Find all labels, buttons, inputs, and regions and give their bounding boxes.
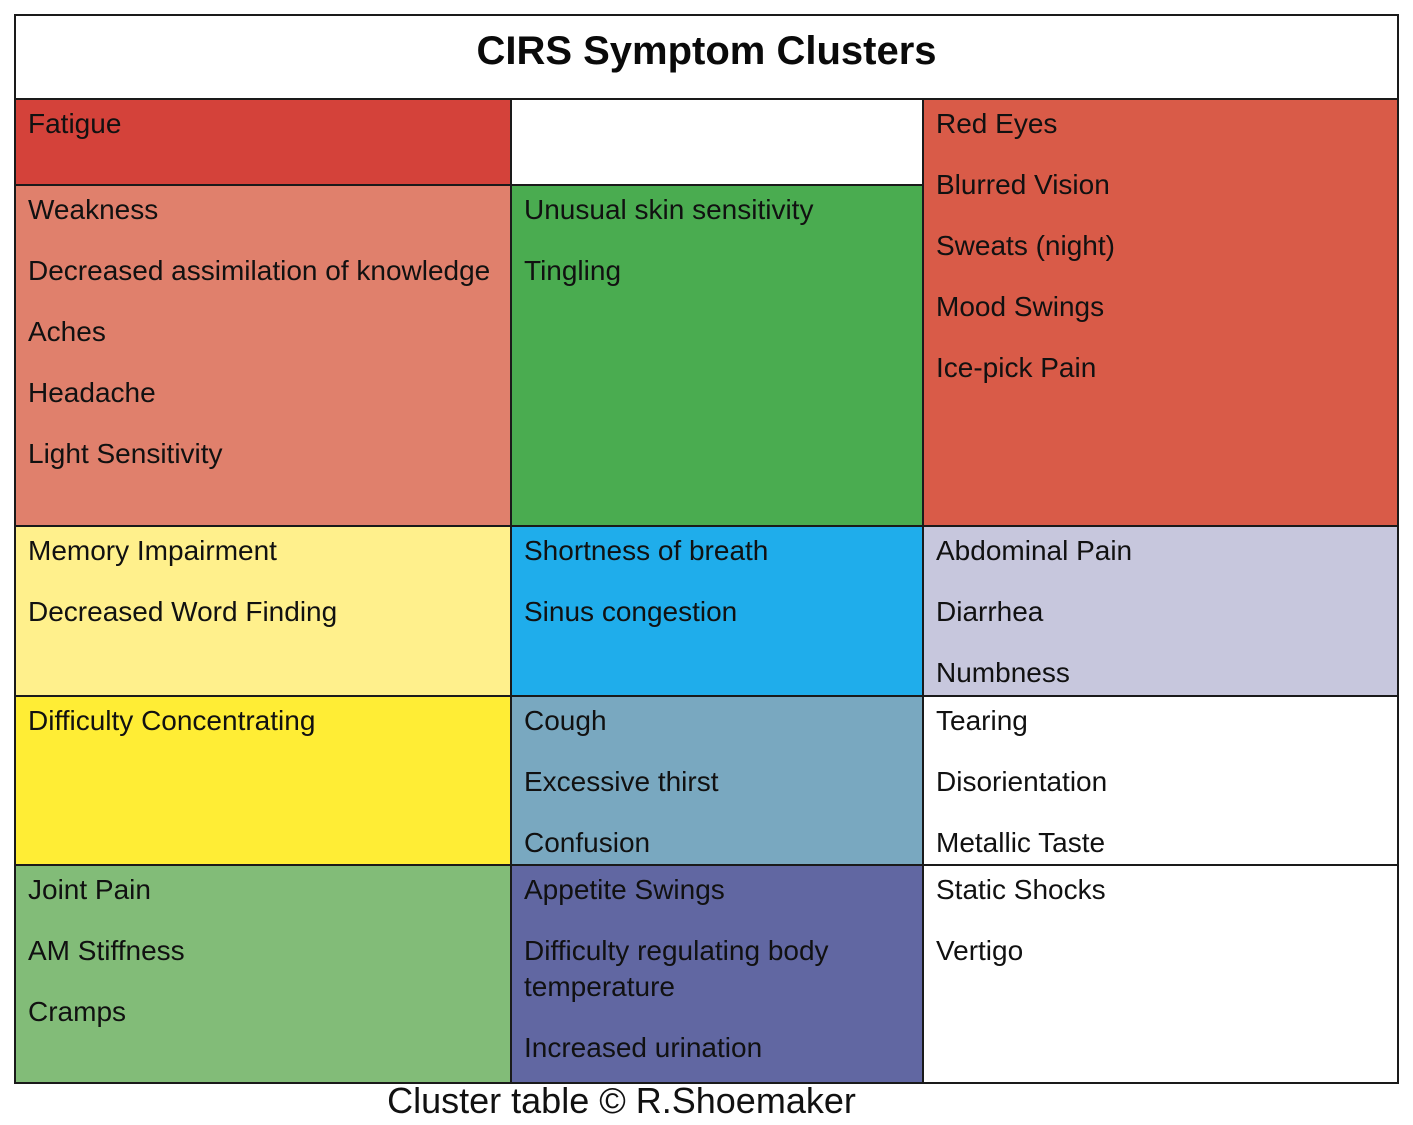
symptom-item: Cough [524,705,607,736]
symptom-item: Difficulty Concentrating [28,705,316,736]
symptom-item: AM Stiffness [28,935,185,966]
symptom-item: Excessive thirst [524,766,719,797]
symptom-item: Memory Impairment [28,535,277,566]
symptom-item: Diarrhea [936,596,1044,627]
symptom-item: Decreased assimilation of knowledge [28,255,491,286]
symptom-item: Appetite Swings [524,874,725,905]
symptom-item: Vertigo [936,935,1024,966]
symptom-item: Disorientation [936,766,1108,797]
symptom-item: Increased urination [524,1032,763,1063]
copyright-caption: Cluster table © R.Shoemaker [387,1080,856,1121]
symptom-item: Headache [28,377,156,408]
symptom-item: Metallic Taste [936,827,1106,858]
symptom-item: Weakness [28,194,159,225]
table-title: CIRS Symptom Clusters [476,28,937,73]
symptom-item: Unusual skin sensitivity [524,194,814,225]
symptom-item: Cramps [28,996,127,1027]
symptom-item: Tingling [524,255,622,286]
symptom-item: Light Sensitivity [28,438,223,469]
symptom-item: Joint Pain [28,874,151,905]
symptom-item: Shortness of breath [524,535,769,566]
symptom-item: Difficulty regulating body temperature [524,935,829,1002]
cell-difficulty-concentrating: Difficulty Concentrating [16,697,512,866]
symptom-item: Decreased Word Finding [28,596,338,627]
cell-blank [512,100,924,186]
symptom-item: Blurred Vision [936,169,1110,200]
symptom-item: Sinus congestion [524,596,738,627]
symptom-item: Mood Swings [936,291,1105,322]
symptom-item: Ice-pick Pain [936,352,1097,383]
symptom-item: Sweats (night) [936,230,1115,261]
symptom-item: Fatigue [28,108,122,139]
symptom-item: Static Shocks [936,874,1106,905]
symptom-item: Numbness [936,657,1070,688]
symptom-item: Confusion [524,827,651,858]
symptom-item: Red Eyes [936,108,1058,139]
cell-fatigue: Fatigue [16,100,512,186]
symptom-item: Aches [28,316,106,347]
symptom-item: Abdominal Pain [936,535,1133,566]
symptom-item: Tearing [936,705,1028,736]
table-title-bar: CIRS Symptom Clusters [16,16,1397,100]
